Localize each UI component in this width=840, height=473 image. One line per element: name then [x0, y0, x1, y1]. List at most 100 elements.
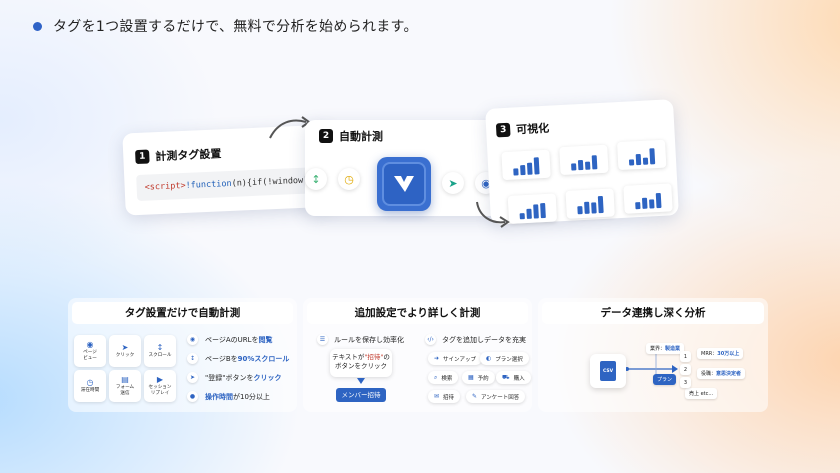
- pill-label: アンケート回答: [481, 394, 520, 401]
- tile-page-view: ◉ ページ ビュー: [74, 335, 106, 367]
- mini-bar: [513, 168, 519, 176]
- cart-icon: ⛟: [502, 373, 510, 381]
- tile-scroll: ↕ スクロール: [144, 335, 176, 367]
- mini-bar: [533, 204, 539, 219]
- calendar-icon: ▦: [468, 374, 474, 381]
- tile-stay-time: ◷ 滞在時間: [74, 370, 106, 402]
- panel1-title: タグ設置だけで自動計測: [72, 302, 293, 324]
- bubble-text: の: [383, 353, 390, 361]
- panel-auto-tracking: タグ設置だけで自動計測: [68, 298, 297, 412]
- pill-survey: ✎アンケート回答: [466, 390, 526, 403]
- mini-bar: [540, 202, 546, 219]
- mini-bar: [641, 197, 648, 209]
- feature-text: ページBを: [205, 354, 238, 363]
- panel2-title: 追加設定でより詳しく計測: [307, 302, 528, 324]
- pointer-icon: ➤: [121, 343, 129, 352]
- eye-icon: ◉: [187, 334, 198, 345]
- tile-label: クリック: [115, 353, 135, 358]
- mini-bar-chart: [501, 149, 551, 181]
- mini-bar: [584, 201, 590, 214]
- code-keyword: !function: [185, 178, 232, 191]
- list-icon: ☰: [317, 334, 328, 345]
- tag-key: 役職：: [701, 371, 717, 377]
- mini-bar: [577, 159, 584, 171]
- tile-session-replay: ▶ セッション リプレイ: [144, 370, 176, 402]
- pill-label: 予約: [477, 375, 489, 382]
- pencil-icon: ✎: [472, 393, 478, 400]
- tag-sales: 売上 etc...: [685, 388, 718, 399]
- step3-header: 3 可視化: [495, 120, 550, 139]
- feature-text: "登録"ボタンを: [205, 373, 254, 382]
- feature-text: が10分以上: [233, 392, 270, 401]
- tag-plan: プラン: [653, 374, 677, 385]
- feature-row: ◉ ページAのURLを閲覧: [187, 334, 273, 345]
- headline: タグを1つ設置するだけで、無料で分析を始められます。: [53, 19, 418, 35]
- rule-label: ルールを保存し効率化: [334, 335, 404, 344]
- mini-bar-chart: [623, 183, 673, 214]
- toggle-icon: ◐: [486, 355, 492, 362]
- pill-label: プラン選択: [495, 356, 523, 363]
- member-invite-button[interactable]: メンバー招待: [336, 388, 386, 402]
- csv-file: CSV: [590, 354, 626, 388]
- send-icon: ➤: [442, 172, 464, 194]
- mini-bar: [628, 159, 635, 166]
- mini-bar: [577, 206, 583, 215]
- scroll-icon: ↕: [187, 353, 198, 364]
- search-icon: ⌕: [434, 373, 438, 381]
- feature-row: ➤ "登録"ボタンをクリック: [187, 372, 281, 383]
- code-tag: <script>: [144, 180, 186, 193]
- pill-label: 検索: [441, 375, 453, 382]
- tile-label: ページ ビュー: [83, 350, 97, 361]
- step3-title: 可視化: [515, 121, 550, 137]
- pill-purchase: ⛟購入: [496, 371, 531, 384]
- mini-bar: [591, 202, 597, 214]
- feature-row: ● 操作時間が10分以上: [187, 391, 270, 402]
- step2-header: 2 自動計測: [319, 128, 383, 144]
- step2-title: 自動計測: [339, 130, 383, 143]
- pill-invite: ✉招待: [428, 390, 461, 403]
- pill-signup: ➜サインアップ: [428, 352, 483, 365]
- tile-click: ➤ クリック: [109, 335, 141, 367]
- step1-header: 1 計測タグ設置: [135, 145, 222, 165]
- csv-file-icon: CSV: [600, 361, 616, 381]
- mini-bar: [655, 192, 662, 209]
- tag-value: 30万以上: [717, 351, 740, 357]
- feature-text: ページAのURLを: [205, 335, 259, 344]
- tag-industry: 業界：製造業: [646, 343, 685, 354]
- mini-bar: [571, 163, 577, 171]
- panel3-title: データ連携し深く分析: [542, 302, 764, 324]
- tag-role: 役職：意思決定者: [697, 368, 746, 379]
- pointer-icon: ➤: [187, 372, 198, 383]
- tag-value: 意思決定者: [716, 371, 742, 377]
- eye-icon: ◉: [86, 340, 94, 349]
- row-number: 1: [680, 351, 691, 362]
- tag-key: MRR：: [701, 351, 718, 357]
- bubble-quote: "招待": [364, 353, 384, 361]
- tile-label: 滞在時間: [80, 388, 100, 393]
- tag-value: 製造業: [665, 346, 681, 352]
- row-number: 3: [680, 377, 691, 388]
- headline-row: タグを1つ設置するだけで、無料で分析を始められます。: [33, 16, 418, 36]
- step1-title: 計測タグ設置: [155, 147, 222, 164]
- connector-lines: [626, 350, 678, 376]
- pill-reserve: ▦予約: [462, 371, 495, 384]
- caret-down-icon: [357, 378, 365, 384]
- scroll-icon: ↕: [305, 168, 327, 190]
- mini-bar: [584, 161, 591, 170]
- pill-search: ⌕検索: [428, 371, 459, 384]
- pill-label: 購入: [513, 375, 525, 382]
- tile-label: セッション リプレイ: [148, 385, 172, 396]
- mini-bar-chart: [617, 139, 667, 171]
- bubble-text: テキストが: [332, 353, 365, 361]
- mini-bar: [635, 153, 642, 166]
- tile-label: フォーム 送信: [115, 385, 135, 396]
- feature-highlight: 90%スクロール: [237, 354, 290, 363]
- click-rule-bubble: テキストが"招待"の ボタンをクリック: [330, 349, 392, 377]
- step3-number: 3: [495, 122, 511, 138]
- mini-bar: [591, 155, 598, 170]
- step2-number: 2: [319, 129, 333, 143]
- replay-icon: ▶: [156, 375, 164, 384]
- mini-bar: [649, 199, 655, 209]
- row-number: 2: [680, 364, 691, 375]
- step2-card: 2 自動計測 ↕ ◷ ➤ ◉: [305, 120, 505, 216]
